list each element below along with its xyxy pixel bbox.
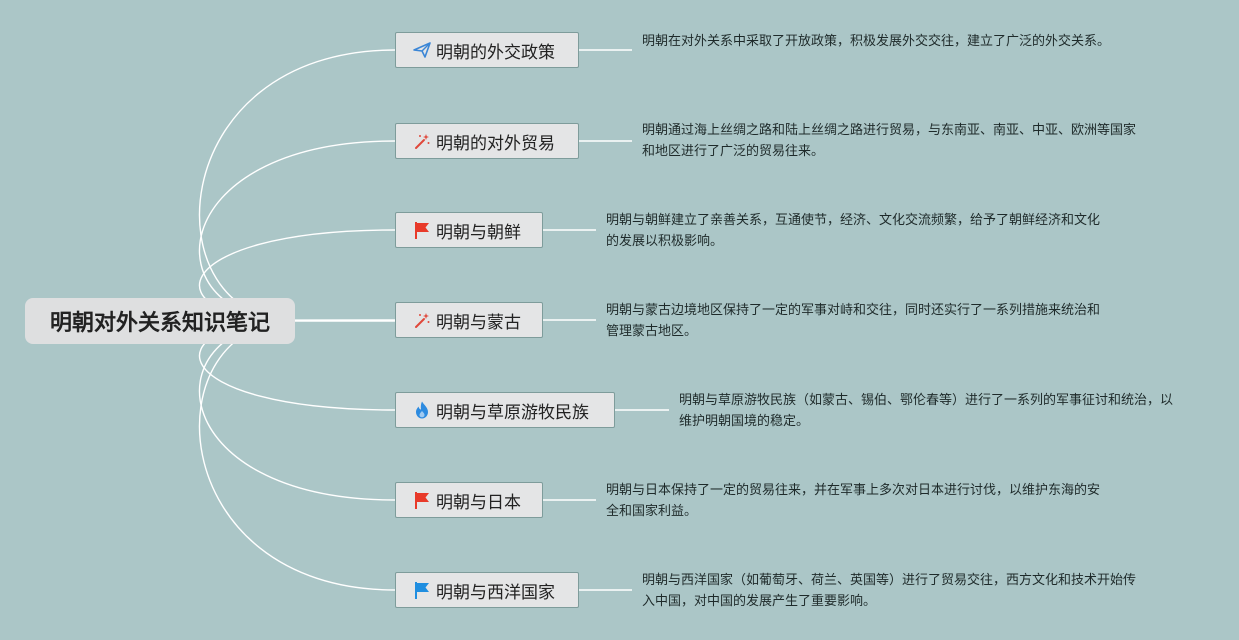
root-connector: [198, 320, 396, 591]
topic-description: 明朝通过海上丝绸之路和陆上丝绸之路进行贸易，与东南亚、南亚、中亚、欧洲等国家和地…: [642, 123, 1137, 159]
topic-node[interactable]: 明朝的外交政策: [395, 32, 579, 68]
topic-label: 明朝与日本: [436, 492, 521, 513]
topic-node[interactable]: 明朝与日本: [395, 482, 543, 518]
root-topic[interactable]: 明朝对外关系知识笔记: [25, 298, 295, 344]
topic-description: 明朝与草原游牧民族（如蒙古、锡伯、鄂伦春等）进行了一系列的军事征讨和统治，以维护…: [679, 393, 1174, 429]
topic-node[interactable]: 明朝与朝鲜: [395, 212, 543, 248]
topic-label: 明朝的外交政策: [436, 42, 555, 63]
topic-label: 明朝与朝鲜: [436, 222, 521, 243]
topic-description: 明朝与西洋国家（如葡萄牙、荷兰、英国等）进行了贸易交往，西方文化和技术开始传入中…: [642, 573, 1137, 609]
topic-description: 明朝在对外关系中采取了开放政策，积极发展外交交往，建立了广泛的外交关系。: [642, 34, 1111, 49]
root-connector: [198, 49, 396, 322]
topic-description: 明朝与日本保持了一定的贸易往来，并在军事上多次对日本进行讨伐，以维护东海的安全和…: [606, 483, 1101, 519]
red-flag-icon: [412, 220, 432, 240]
root-title: 明朝对外关系知识笔记: [49, 311, 270, 336]
topic-label: 明朝与蒙古: [436, 312, 521, 333]
magic-wand-icon: [412, 310, 432, 330]
paper-plane-icon: [412, 40, 432, 60]
blue-flag-icon: [412, 580, 432, 600]
topic-description: 明朝与蒙古边境地区保持了一定的军事对峙和交往，同时还实行了一系列措施来统治和管理…: [606, 303, 1101, 339]
magic-wand-icon: [412, 131, 432, 151]
topic-node[interactable]: 明朝的对外贸易: [395, 123, 579, 159]
topic-label: 明朝的对外贸易: [436, 133, 555, 154]
topic-label: 明朝与草原游牧民族: [436, 402, 589, 423]
topic-label: 明朝与西洋国家: [436, 582, 555, 603]
topic-node[interactable]: 明朝与西洋国家: [395, 572, 579, 608]
red-flag-icon: [412, 490, 432, 510]
topic-node[interactable]: 明朝与蒙古: [395, 302, 543, 338]
topic-node[interactable]: 明朝与草原游牧民族: [395, 392, 615, 428]
flame-icon: [412, 400, 432, 420]
topic-description: 明朝与朝鲜建立了亲善关系，互通使节，经济、文化交流频繁，给予了朝鲜经济和文化的发…: [606, 213, 1101, 249]
